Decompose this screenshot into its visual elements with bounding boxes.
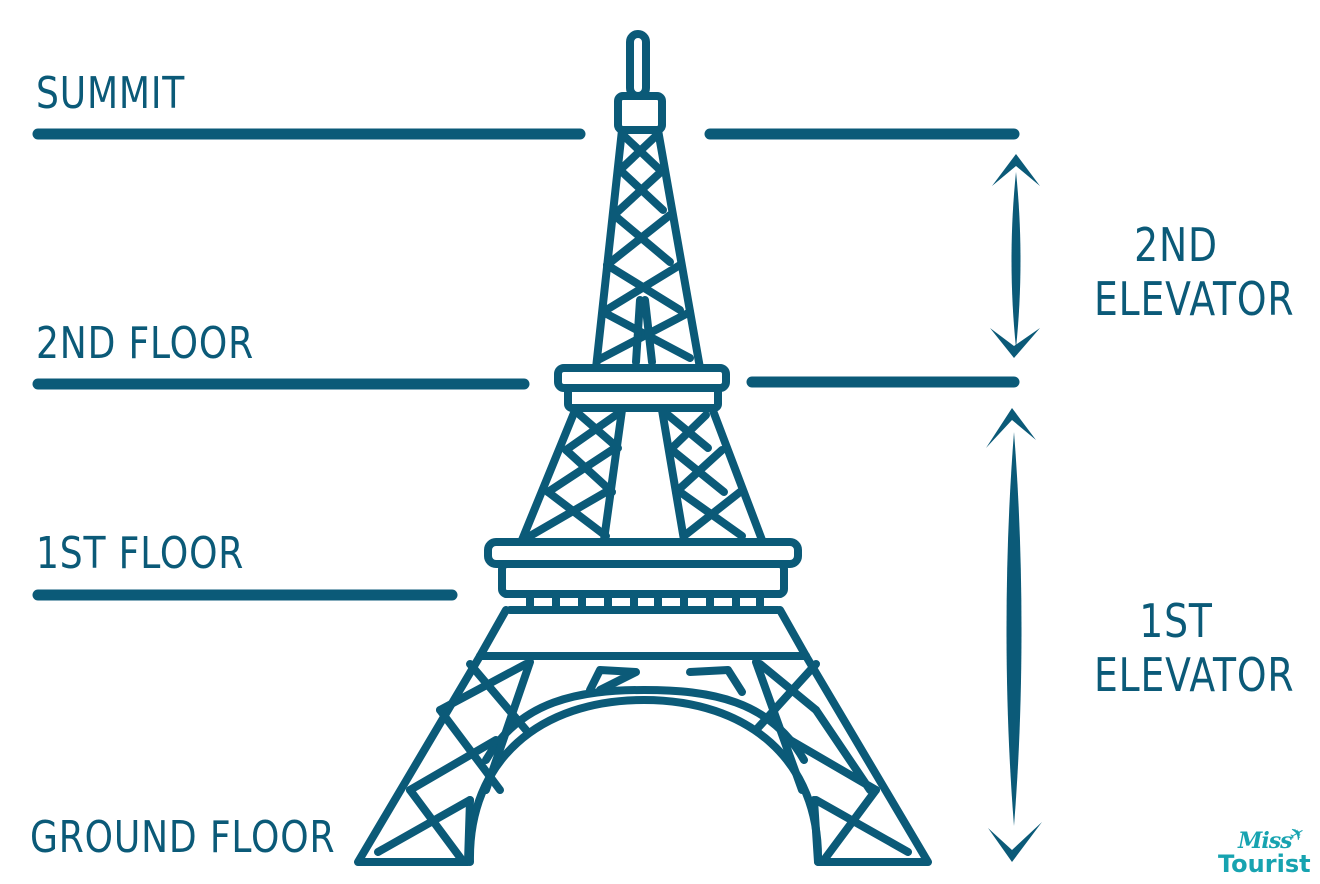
miss-tourist-logo: Miss ✈ Tourist [1212,822,1316,882]
first-elevator-line2: ELEVATOR [1094,648,1295,702]
first-elevator-label: 1ST ELEVATOR [1094,594,1295,702]
eiffel-tower-icon [354,30,932,866]
second-elevator-line1: 2ND [1134,218,1218,272]
second-elevator-line2: ELEVATOR [1094,272,1295,326]
first-floor-label: 1ST FLOOR [36,528,245,579]
ground-floor-label: GROUND FLOOR [30,812,336,863]
logo-miss-text: Miss [1238,828,1292,854]
summit-label: SUMMIT [36,68,186,119]
first-elevator-line1: 1ST [1139,594,1213,648]
logo-tourist-text: Tourist [1218,850,1311,878]
second-floor-level-line [32,376,1020,390]
second-elevator-label: 2ND ELEVATOR [1094,218,1295,326]
double-arrow-icon [986,408,1042,862]
second-floor-label: 2ND FLOOR [36,318,255,369]
double-arrow-icon [990,154,1040,358]
